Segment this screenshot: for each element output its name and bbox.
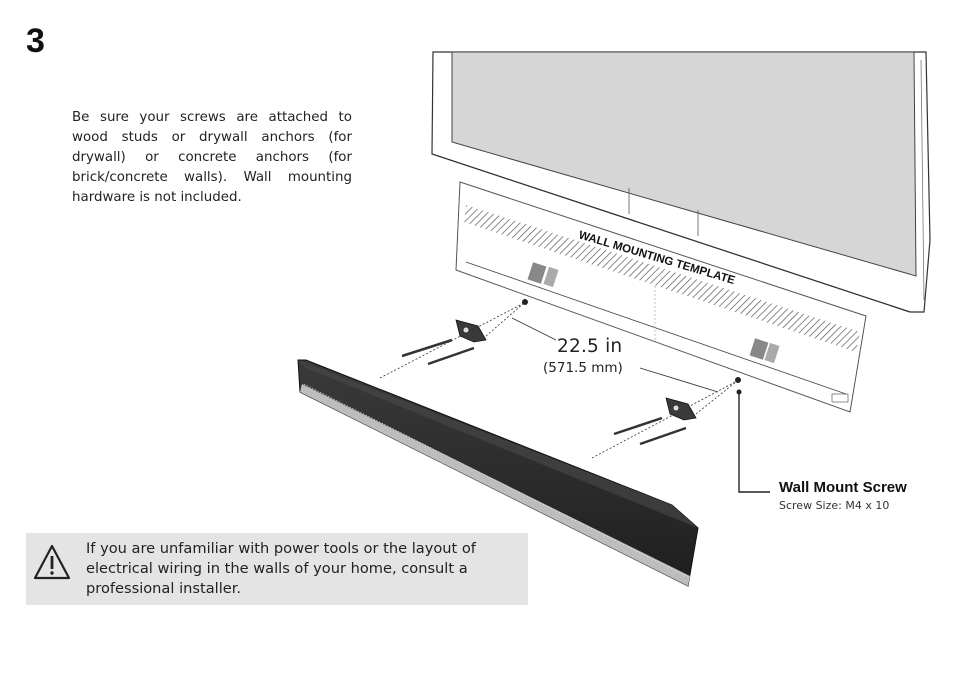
warning-triangle-icon	[33, 544, 71, 580]
tv-illustration	[431, 51, 931, 313]
dimension-lines	[511, 317, 719, 393]
dimension-primary: 22.5 in	[557, 336, 623, 357]
right-screws	[591, 377, 741, 459]
callout-subtitle: Screw Size: M4 x 10	[779, 499, 890, 512]
warning-box	[26, 533, 528, 605]
left-screws	[379, 299, 528, 379]
dimension-secondary: (571.5 mm)	[543, 360, 623, 376]
callout-title: Wall Mount Screw	[779, 479, 907, 496]
soundbar-illustration	[297, 359, 699, 587]
screw-callout-leader	[736, 389, 770, 493]
warning-text: If you are unfamiliar with power tools o…	[86, 540, 476, 597]
step-number: 3	[26, 22, 45, 60]
left-wall-bracket	[455, 319, 487, 343]
instructions-text: Be sure your screws are attached to wood…	[72, 110, 352, 205]
